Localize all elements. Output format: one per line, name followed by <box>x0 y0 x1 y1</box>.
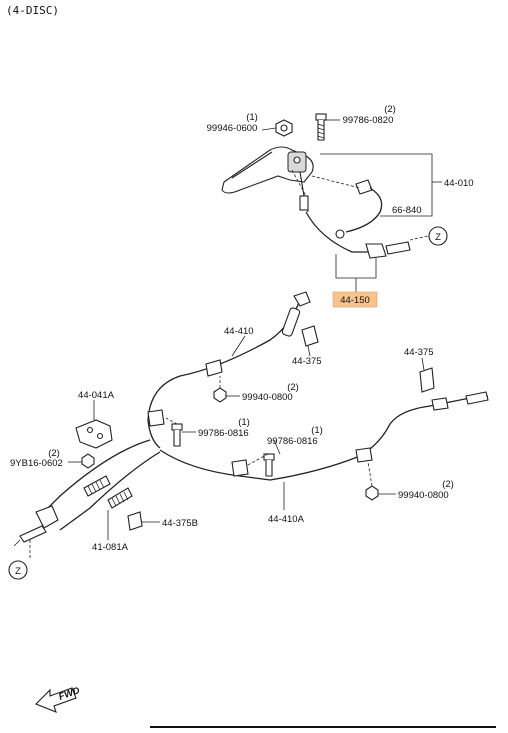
fwd-arrow-icon: FWD <box>35 685 81 713</box>
nut-9YB16 <box>81 453 95 469</box>
highlight-44-150 <box>332 291 378 308</box>
callout-z-lower: Z <box>8 560 28 580</box>
label-99940-a: 99940-0800 <box>242 392 293 403</box>
diagram-header: (4-DISC) <box>6 4 59 17</box>
rear-cables-41-081A <box>13 439 161 547</box>
label-66-840: 66-840 <box>392 205 422 216</box>
label-99786-0816-b: 99786-0816 <box>267 436 318 447</box>
label-99946-qty: (1) <box>246 112 258 123</box>
bracket-44-375-left <box>301 325 319 347</box>
callout-z-upper: Z <box>428 226 448 246</box>
label-99940-b-qty: (2) <box>442 479 454 490</box>
svg-text:Z: Z <box>435 232 441 243</box>
label-9YB16-qty: (2) <box>48 448 60 459</box>
cable-44-410 <box>147 291 311 449</box>
label-44-375-left: 44-375 <box>292 356 322 367</box>
parking-brake-switch <box>335 179 383 239</box>
bracket-44-375-right <box>419 367 435 393</box>
front-cable-44-150 <box>305 211 411 259</box>
label-44-010: 44-010 <box>444 178 474 189</box>
svg-text:Z: Z <box>15 566 21 577</box>
label-44-375B: 44-375B <box>162 518 198 529</box>
nut-99940-b <box>365 485 379 501</box>
label-99940-a-qty: (2) <box>287 382 299 393</box>
label-44-410: 44-410 <box>224 326 254 337</box>
label-99786-0820-qty: (2) <box>384 104 396 115</box>
bracket-44-375B <box>127 511 143 531</box>
label-44-150[interactable]: 44-150 <box>340 295 370 306</box>
label-44-410A: 44-410A <box>268 514 305 525</box>
cable-44-410A <box>147 391 489 481</box>
label-41-081A: 41-081A <box>92 542 129 553</box>
label-99786-0816-a: 99786-0816 <box>198 428 249 439</box>
label-99786-0816-a-qty: (1) <box>238 417 250 428</box>
label-99786-0820: 99786-0820 <box>343 115 394 126</box>
brake-lever <box>221 146 314 213</box>
bolt-99786-0820 <box>315 113 327 141</box>
bolt-99786-0816-b <box>263 453 275 477</box>
nut-99940-a <box>213 387 227 403</box>
label-99786-0816-b-qty: (1) <box>311 425 323 436</box>
nut-99946 <box>275 119 293 137</box>
bracket-44-041A <box>75 419 113 449</box>
label-44-375-right: 44-375 <box>404 347 434 358</box>
label-9YB16: 9YB16-0602 <box>10 458 63 469</box>
label-99940-b: 99940-0800 <box>398 490 449 501</box>
bolt-99786-0816-a <box>171 423 183 447</box>
label-44-041A: 44-041A <box>78 390 115 401</box>
label-99946: 99946-0600 <box>207 123 258 134</box>
